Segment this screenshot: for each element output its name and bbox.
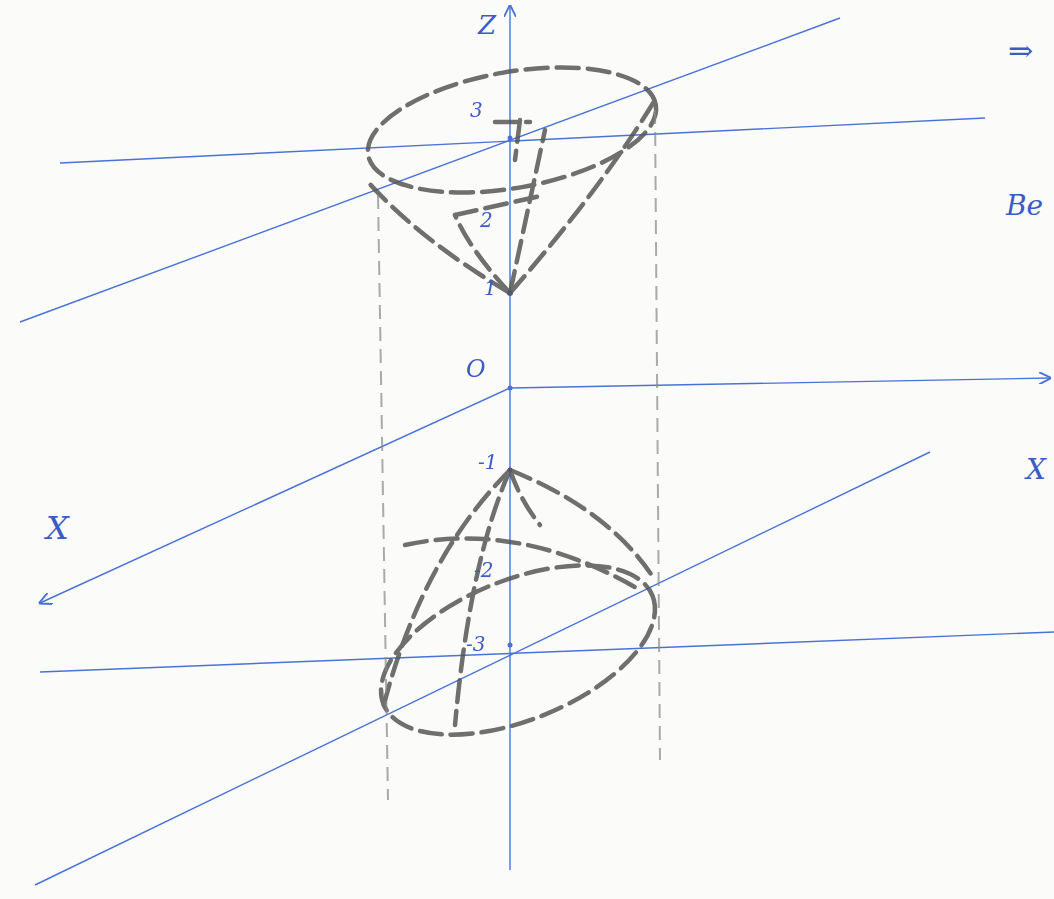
lower-generatrix [510,470,655,580]
axis-tick-label: 1 [484,278,497,298]
axis-tick-label: -2 [474,560,493,580]
lower-generatrix [382,470,510,712]
x-axis [40,388,510,603]
level-line [20,18,840,322]
surface-sheets [357,48,678,770]
guide-line [655,110,660,760]
axis-lines [20,6,1054,885]
upper-rim [358,48,666,213]
level-line [60,118,985,163]
axis-tick-label: O [466,357,486,381]
axis-label: X [46,512,69,544]
y-axis [510,378,1050,388]
axis-tick-label: Ве [1006,192,1043,220]
axis-label: Z [478,12,496,38]
axis-tick-label: -1 [478,452,497,472]
cylinder-guides [378,110,660,800]
axis-tick-label: ⇒ [1008,36,1033,66]
upper-section [455,195,545,215]
lower-section [405,538,640,590]
axis-tick-label: 3 [470,100,483,120]
axis-tick-label: 2 [480,210,493,230]
guide-line [378,195,388,800]
lower-rim [357,531,678,769]
upper-generatrix [368,182,510,293]
lower-generatrix [510,470,540,525]
lower-generatrix [455,470,510,725]
level-line [35,452,930,885]
upper-section [515,120,520,160]
axis-tick-label: -3 [466,634,485,654]
upper-section [495,120,530,125]
axis-ticks [507,136,513,648]
axis-tick-label: X [1026,456,1046,484]
